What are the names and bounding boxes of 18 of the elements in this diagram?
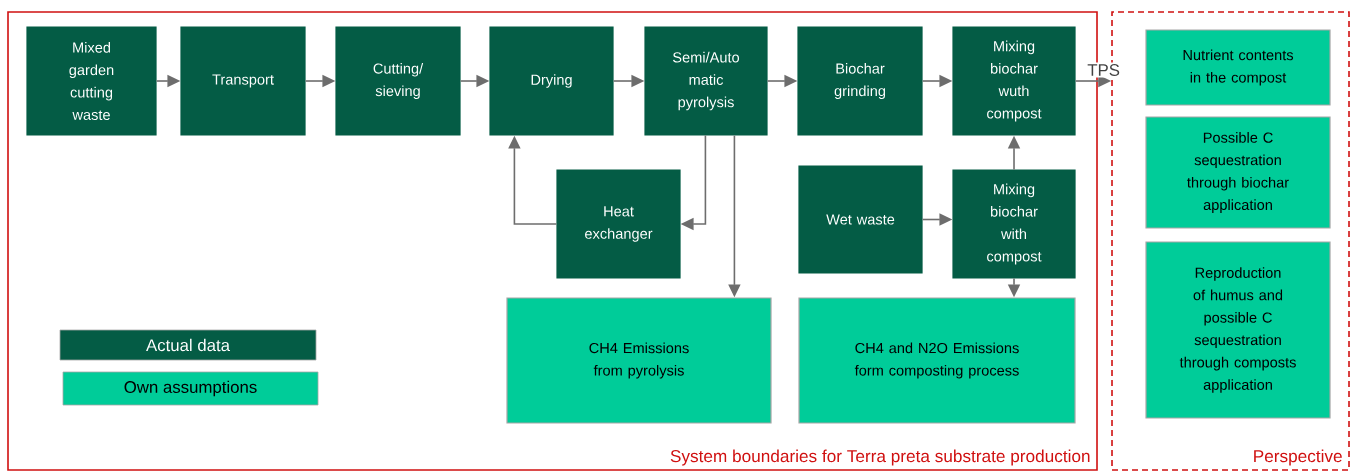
process-box: Biochar grinding	[797, 26, 923, 136]
process-box: Mixing biochar with compost	[952, 169, 1076, 279]
assumption-box: Reproduction of humus and possible C sequestration through composts application	[1145, 241, 1331, 419]
legend-item: Actual data	[59, 329, 317, 361]
edge-label: TPS	[1085, 62, 1122, 78]
process-box: Mixed garden cutting waste	[26, 26, 157, 136]
process-box: Drying	[489, 26, 614, 136]
process-box: Wet waste	[798, 165, 923, 274]
process-box: Cutting/ sieving	[335, 26, 461, 136]
process-box: Transport	[180, 26, 306, 136]
process-box: Heat exchanger	[556, 169, 681, 279]
process-box: Mixing biochar wuth compost	[952, 26, 1076, 136]
legend-item: Own assumptions	[62, 371, 319, 406]
process-box: Semi/Auto matic pyrolysis	[644, 26, 768, 136]
assumption-box: Nutrient contents in the compost	[1145, 29, 1331, 106]
assumption-box: CH4 Emissions from pyrolysis	[506, 297, 772, 424]
assumption-box: CH4 and N2O Emissions form composting process	[798, 297, 1076, 424]
assumption-box: Possible C sequestration through biochar application	[1145, 116, 1331, 229]
